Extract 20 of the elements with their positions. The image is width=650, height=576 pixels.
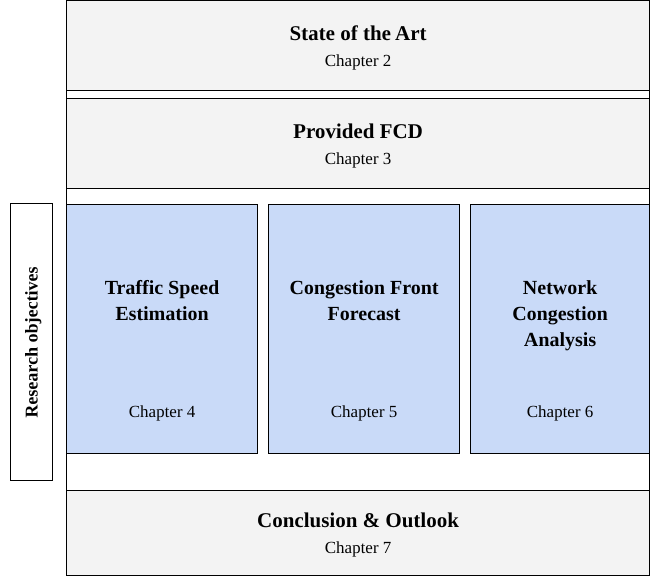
chapter-text: Chapter 2 — [324, 50, 392, 72]
chapter-box — [268, 204, 460, 454]
chapter-band — [66, 0, 650, 91]
heading-text: Conclusion & Outlook — [257, 507, 459, 533]
heading-text: State of the Art — [289, 20, 427, 46]
side-label-box — [10, 203, 53, 481]
heading-text: Traffic Speed Estimation — [104, 276, 220, 327]
chapter-text: Chapter 3 — [324, 148, 392, 170]
chapter-box — [66, 204, 258, 454]
heading-text: Provided FCD — [293, 118, 423, 144]
chapter-text: Chapter 4 — [128, 401, 196, 423]
chapter-text: Chapter 7 — [324, 537, 392, 559]
heading-text: Research objectives — [20, 266, 42, 418]
chapter-text: Chapter 6 — [526, 401, 594, 423]
chapter-box — [470, 204, 650, 454]
heading-text: Network Congestion Analysis — [511, 276, 609, 353]
chapter-text: Chapter 5 — [330, 401, 398, 423]
heading-text: Congestion Front Forecast — [289, 276, 439, 327]
chapter-band — [66, 490, 650, 576]
chapter-band — [66, 98, 650, 189]
